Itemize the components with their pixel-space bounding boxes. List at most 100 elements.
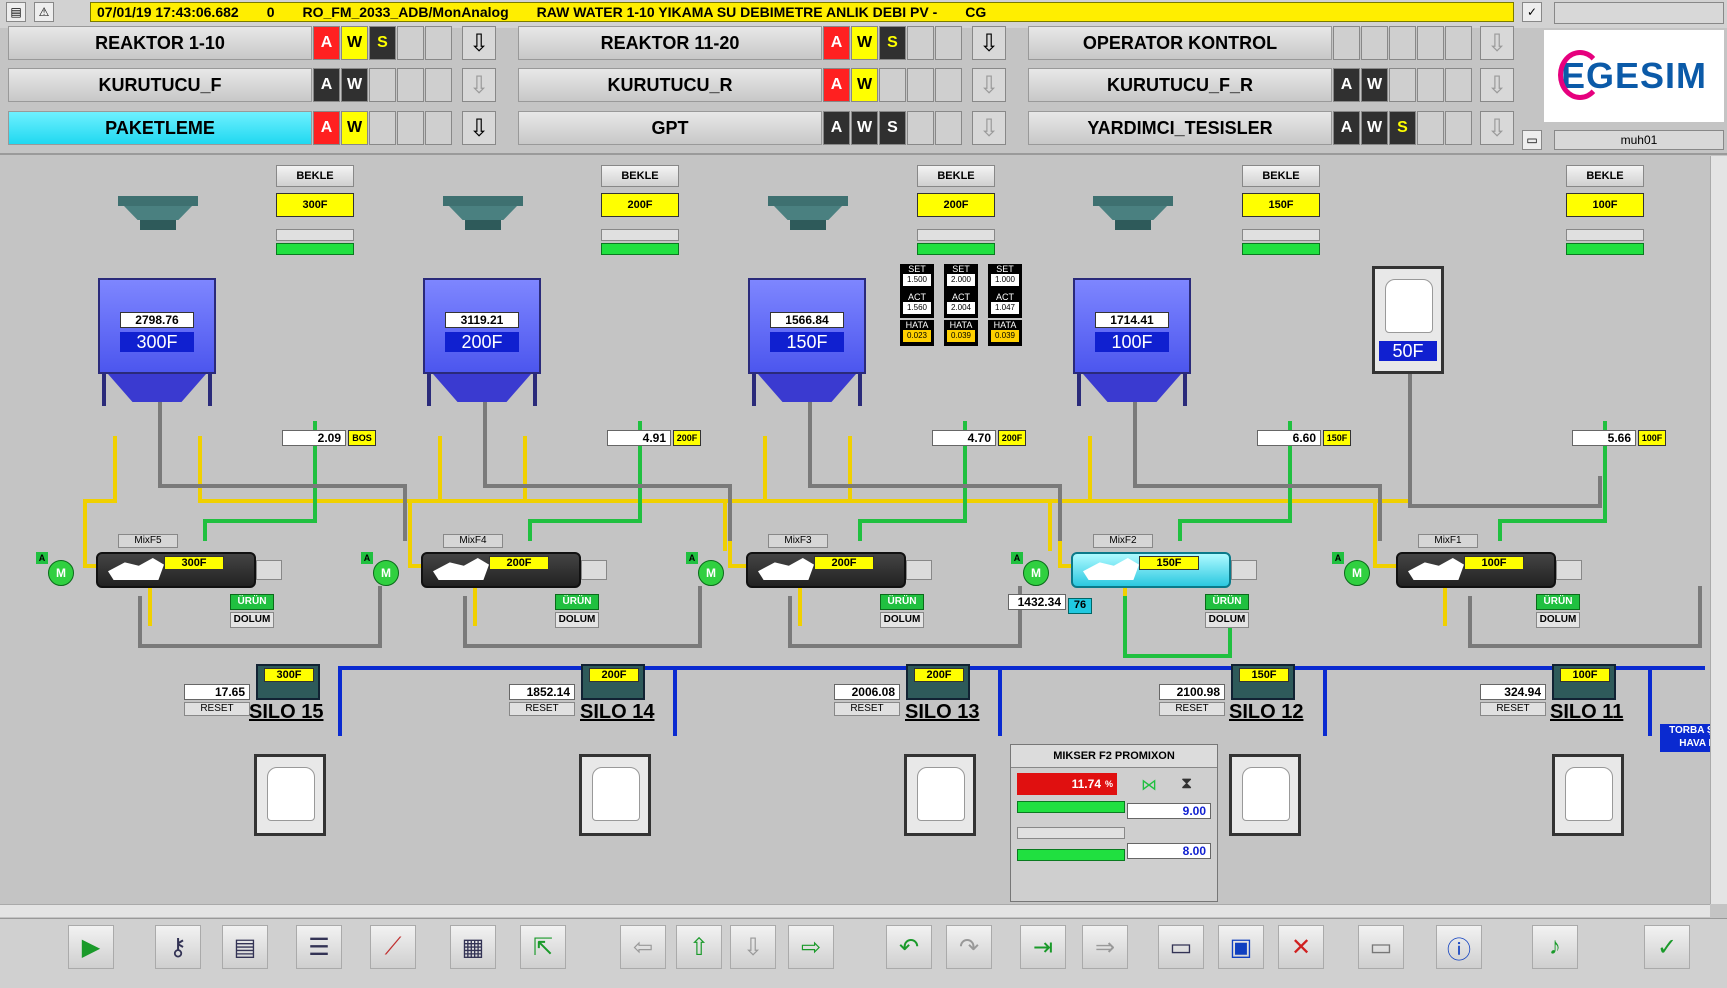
target-product[interactable]: 200F	[917, 193, 995, 217]
folder-icon[interactable]: ▭	[1158, 925, 1204, 969]
reset-button[interactable]: RESET	[1159, 702, 1225, 716]
acknowledge-icon[interactable]: ✓	[1644, 925, 1690, 969]
valve-icon[interactable]: ⋈	[1141, 777, 1157, 794]
nav-kurutucu-f-r[interactable]: KURUTUCU_F_R	[1028, 68, 1332, 102]
monitor-icon[interactable]: ▭	[1358, 925, 1404, 969]
motor-icon[interactable]: M	[373, 560, 399, 586]
motor-icon[interactable]: M	[1023, 560, 1049, 586]
alarm-line[interactable]: 07/01/19 17:43:06.682 0 RO_FM_2033_ADB/M…	[90, 2, 1514, 22]
bagging-station[interactable]	[1552, 754, 1624, 836]
alarm-a[interactable]: A	[823, 26, 850, 60]
arrow-down-icon[interactable]: ⇩	[972, 111, 1006, 145]
urun-button[interactable]: ÜRÜN	[230, 594, 274, 610]
warning-w[interactable]: W	[1361, 68, 1388, 102]
nav-operator-kontrol[interactable]: OPERATOR KONTROL	[1028, 26, 1332, 60]
arrow-up-icon[interactable]: ⇧	[676, 925, 722, 969]
reset-button[interactable]: RESET	[184, 702, 250, 716]
mixer-mixf2[interactable]: 150F	[1053, 546, 1263, 590]
motor-icon[interactable]: M	[698, 560, 724, 586]
dolum-button[interactable]: DOLUM	[230, 612, 274, 628]
bagging-station[interactable]	[579, 754, 651, 836]
reset-button[interactable]: RESET	[509, 702, 575, 716]
check-icon[interactable]: ✓	[1522, 2, 1542, 22]
arrow-down-icon[interactable]: ⇩	[462, 26, 496, 60]
arrow-down-icon[interactable]: ⇩	[462, 111, 496, 145]
arrow-right-icon[interactable]: ⇨	[788, 925, 834, 969]
motor-icon[interactable]: M	[1344, 560, 1370, 586]
mixer-mixf4[interactable]: 200F	[403, 546, 613, 590]
target-product[interactable]: 150F	[1242, 193, 1320, 217]
alarm-a[interactable]: A	[1333, 111, 1360, 145]
horizontal-scrollbar[interactable]	[0, 904, 1710, 917]
warning-w[interactable]: W	[341, 26, 368, 60]
reset-button[interactable]: RESET	[1480, 702, 1546, 716]
hopper-50f[interactable]: 50F	[1372, 266, 1444, 374]
mixer-mixf1[interactable]: 100F	[1378, 546, 1588, 590]
warning-w[interactable]: W	[851, 26, 878, 60]
arrow-down-icon[interactable]: ⇩	[972, 68, 1006, 102]
bekle-button[interactable]: BEKLE	[276, 165, 354, 187]
import-icon[interactable]: ⇥	[1020, 925, 1066, 969]
bekle-button[interactable]: BEKLE	[601, 165, 679, 187]
target-product[interactable]: 100F	[1566, 193, 1644, 217]
warning-w[interactable]: W	[851, 111, 878, 145]
nav-kurutucu-r[interactable]: KURUTUCU_R	[518, 68, 822, 102]
nav-gpt[interactable]: GPT	[518, 111, 822, 145]
valve-icon[interactable]: ⧗	[1181, 775, 1193, 792]
redo-icon[interactable]: ↷	[946, 925, 992, 969]
reset-button[interactable]: RESET	[834, 702, 900, 716]
arrow-down-icon[interactable]: ⇩	[462, 68, 496, 102]
urun-button[interactable]: ÜRÜN	[1205, 594, 1249, 610]
mixer-mixf3[interactable]: 200F	[728, 546, 938, 590]
arrow-down-icon[interactable]: ⇩	[1480, 26, 1514, 60]
delete-icon[interactable]: ✕	[1278, 925, 1324, 969]
nav-kurutucu-f[interactable]: KURUTUCU_F	[8, 68, 312, 102]
bagging-station[interactable]	[1229, 754, 1301, 836]
bagging-station[interactable]	[254, 754, 326, 836]
hopper-200f[interactable]: 3119.21 200F	[423, 278, 541, 406]
alarm-a[interactable]: A	[1333, 68, 1360, 102]
nav-reaktor-1-10[interactable]: REAKTOR 1-10	[8, 26, 312, 60]
dolum-button[interactable]: DOLUM	[1205, 612, 1249, 628]
nav-yardimci-tesisler[interactable]: YARDIMCI_TESISLER	[1028, 111, 1332, 145]
trend-icon[interactable]: ⟋	[370, 925, 416, 969]
status-s[interactable]: S	[1389, 111, 1416, 145]
bekle-button[interactable]: BEKLE	[1566, 165, 1644, 187]
urun-button[interactable]: ÜRÜN	[1536, 594, 1580, 610]
alarm-a[interactable]: A	[313, 68, 340, 102]
dolum-button[interactable]: DOLUM	[555, 612, 599, 628]
urun-button[interactable]: ÜRÜN	[880, 594, 924, 610]
arrow-down-icon[interactable]: ⇩	[730, 925, 776, 969]
save-icon[interactable]: ▣	[1218, 925, 1264, 969]
mixer-mixf5[interactable]: 300F	[78, 546, 288, 590]
arrow-left-icon[interactable]: ⇦	[620, 925, 666, 969]
hopper-100f[interactable]: 1714.41 100F	[1073, 278, 1191, 406]
warning-w[interactable]: W	[1361, 111, 1388, 145]
export-icon[interactable]: ⇱	[520, 925, 566, 969]
alarm-a[interactable]: A	[823, 68, 850, 102]
nav-paketleme[interactable]: PAKETLEME	[8, 111, 312, 145]
alarm-a[interactable]: A	[313, 26, 340, 60]
note-icon[interactable]: ▤	[222, 925, 268, 969]
arrow-down-icon[interactable]: ⇩	[1480, 111, 1514, 145]
dolum-button[interactable]: DOLUM	[880, 612, 924, 628]
info-icon[interactable]: ⓘ	[1436, 925, 1482, 969]
sound-icon[interactable]: ♪	[1532, 925, 1578, 969]
forward-icon[interactable]: ⇒	[1082, 925, 1128, 969]
screen-icon[interactable]: ▭	[1522, 130, 1542, 150]
warning-w[interactable]: W	[851, 68, 878, 102]
bekle-button[interactable]: BEKLE	[917, 165, 995, 187]
key-icon[interactable]: ⚷	[155, 925, 201, 969]
arrow-down-icon[interactable]: ⇩	[972, 26, 1006, 60]
dolum-button[interactable]: DOLUM	[1536, 612, 1580, 628]
play-icon[interactable]: ▶	[68, 925, 114, 969]
urun-button[interactable]: ÜRÜN	[555, 594, 599, 610]
alarm-a[interactable]: A	[313, 111, 340, 145]
alarm-a[interactable]: A	[823, 111, 850, 145]
target-product[interactable]: 300F	[276, 193, 354, 217]
motor-icon[interactable]: M	[48, 560, 74, 586]
nav-reaktor-11-20[interactable]: REAKTOR 11-20	[518, 26, 822, 60]
undo-icon[interactable]: ↶	[886, 925, 932, 969]
target-product[interactable]: 200F	[601, 193, 679, 217]
report-icon[interactable]: ▦	[450, 925, 496, 969]
